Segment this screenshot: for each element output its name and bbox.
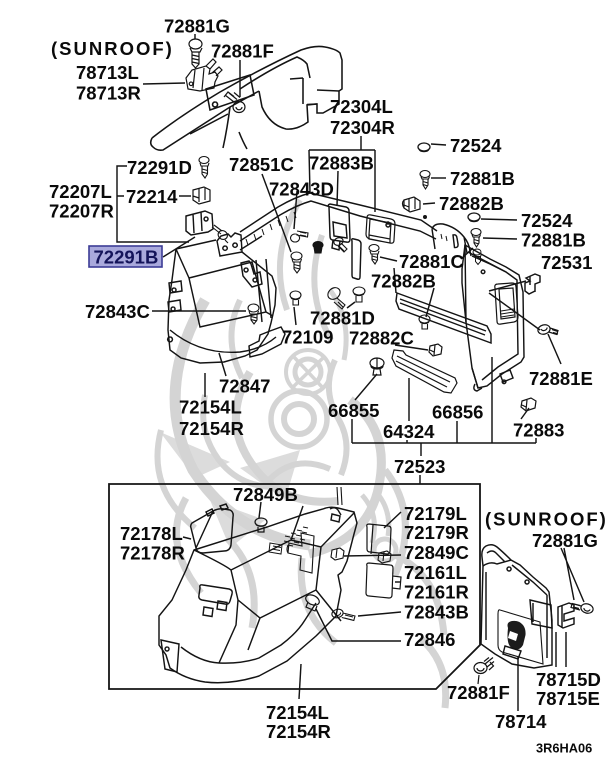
svg-text:72304L: 72304L — [330, 96, 393, 117]
svg-text:64324: 64324 — [383, 421, 435, 442]
svg-text:72883B: 72883B — [309, 153, 374, 174]
svg-text:72881E: 72881E — [529, 368, 593, 389]
svg-text:72881F: 72881F — [447, 682, 510, 703]
svg-text:72524: 72524 — [450, 135, 502, 156]
svg-text:78714: 78714 — [495, 711, 547, 732]
svg-text:72291B: 72291B — [94, 247, 159, 268]
svg-text:72154L: 72154L — [179, 397, 242, 418]
svg-text:72849B: 72849B — [233, 484, 298, 505]
svg-text:72849C: 72849C — [404, 542, 469, 563]
svg-text:72178R: 72178R — [120, 543, 185, 564]
svg-text:72847: 72847 — [219, 376, 270, 397]
svg-text:72843B: 72843B — [404, 602, 469, 623]
svg-text:72178L: 72178L — [120, 523, 183, 544]
svg-text:72881D: 72881D — [310, 308, 375, 329]
svg-text:72161R: 72161R — [404, 582, 469, 603]
svg-text:72523: 72523 — [394, 456, 445, 477]
svg-text:72881F: 72881F — [211, 41, 274, 62]
svg-text:72291D: 72291D — [127, 157, 192, 178]
svg-text:72524: 72524 — [521, 210, 573, 231]
svg-text:72882B: 72882B — [439, 193, 504, 214]
svg-text:66856: 66856 — [432, 402, 483, 423]
svg-text:72207L: 72207L — [49, 181, 112, 202]
svg-text:72154R: 72154R — [179, 418, 244, 439]
svg-text:72883: 72883 — [513, 420, 564, 441]
svg-text:72154R: 72154R — [266, 721, 331, 742]
svg-text:72843C: 72843C — [85, 301, 150, 322]
svg-text:78713L: 78713L — [76, 62, 139, 83]
svg-text:72851C: 72851C — [229, 154, 294, 175]
svg-text:72881B: 72881B — [521, 230, 586, 251]
svg-text:72843D: 72843D — [269, 179, 334, 200]
svg-text:72214: 72214 — [126, 186, 178, 207]
svg-text:72881B: 72881B — [450, 168, 515, 189]
svg-text:72179L: 72179L — [404, 503, 467, 524]
svg-text:72161L: 72161L — [404, 562, 467, 583]
svg-text:(SUNROOF): (SUNROOF) — [485, 509, 608, 530]
svg-text:72304R: 72304R — [330, 117, 395, 138]
svg-text:72531: 72531 — [541, 252, 592, 273]
svg-text:78715D: 78715D — [536, 669, 601, 690]
svg-text:72881C: 72881C — [399, 251, 464, 272]
svg-text:72881G: 72881G — [532, 530, 598, 551]
svg-text:72154L: 72154L — [266, 702, 329, 723]
svg-text:72846: 72846 — [404, 629, 455, 650]
svg-text:72109: 72109 — [282, 327, 333, 348]
svg-text:72882C: 72882C — [349, 328, 414, 349]
svg-text:66855: 66855 — [328, 400, 379, 421]
svg-text:3R6HA06: 3R6HA06 — [536, 741, 592, 756]
svg-text:78715E: 78715E — [536, 688, 600, 709]
svg-text:78713R: 78713R — [76, 83, 141, 104]
svg-text:72207R: 72207R — [49, 201, 114, 222]
svg-text:(SUNROOF): (SUNROOF) — [51, 38, 174, 59]
svg-text:72882B: 72882B — [371, 271, 436, 292]
svg-text:72881G: 72881G — [164, 16, 230, 37]
svg-text:72179R: 72179R — [404, 522, 469, 543]
